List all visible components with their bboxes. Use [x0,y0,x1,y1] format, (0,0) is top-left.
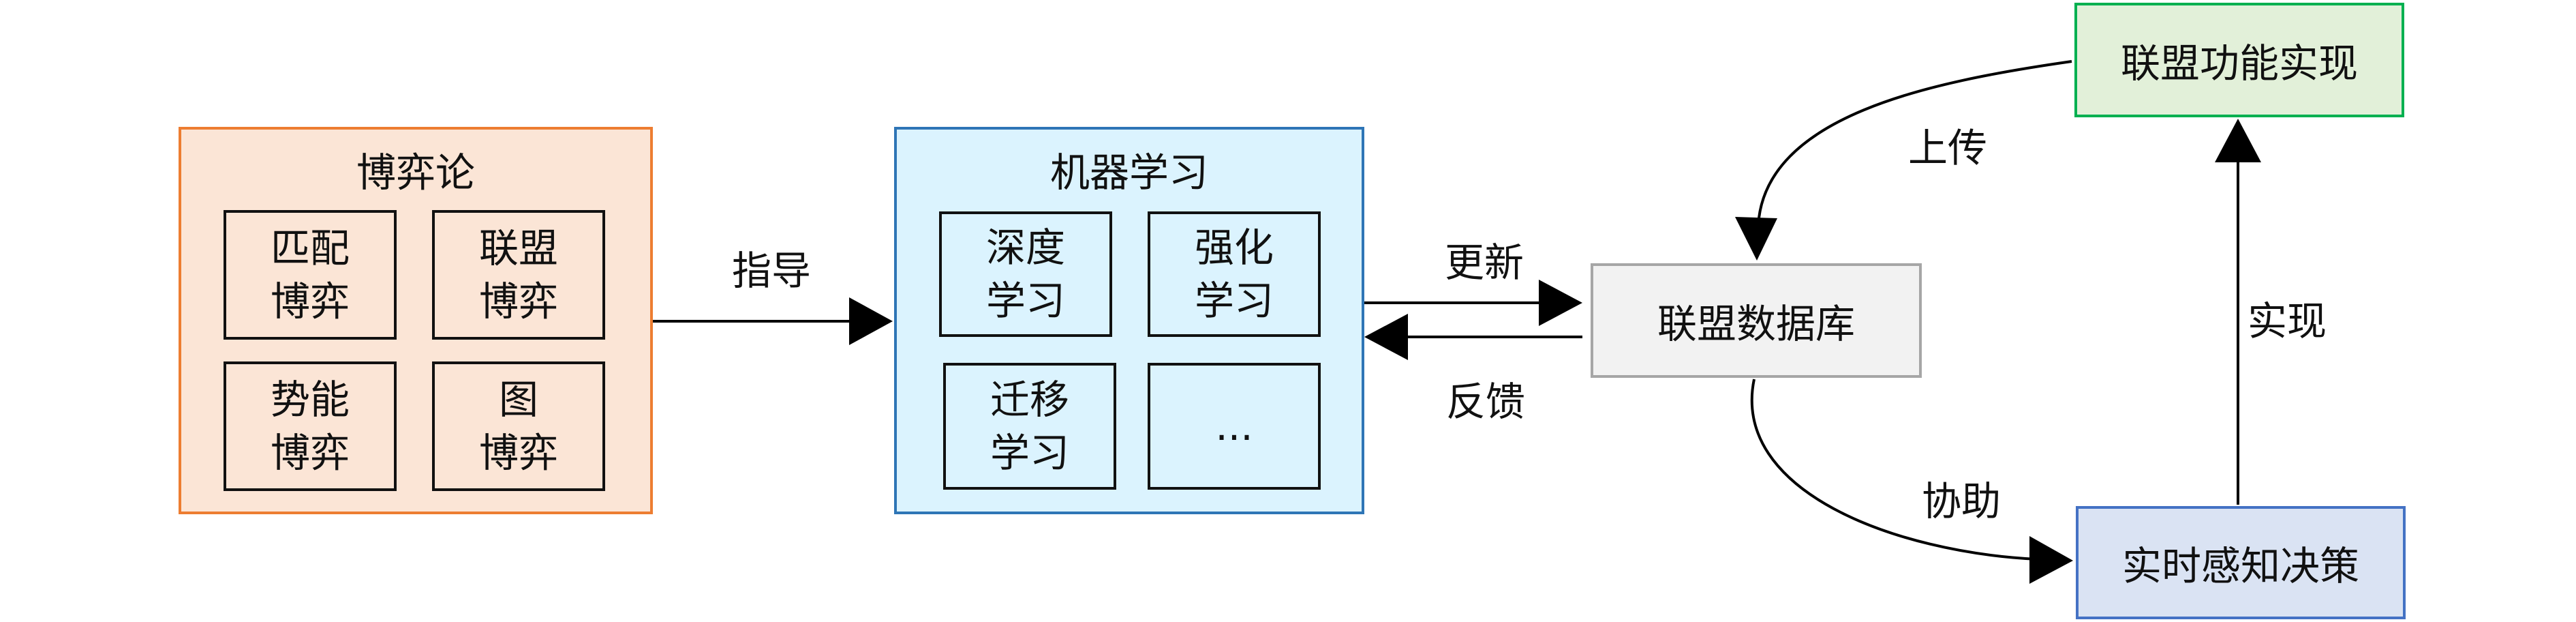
edge-upload-arrowhead [1735,217,1777,261]
edge-label-update: 更新 [1445,239,1524,286]
game-coalition-line2: 博弈 [478,278,558,325]
realtime-decision-label: 实时感知决策 [2121,543,2359,589]
ml-transfer-line1: 迁移 [990,376,1069,423]
edge-upload [1757,60,2072,226]
game-coalition-line1: 联盟 [478,225,558,271]
ml-deep-line2: 学习 [985,278,1065,324]
game-graph-line2: 博弈 [478,430,558,476]
game-theory-group: 博弈论 [179,127,653,514]
ml-more-text: ... [1215,403,1253,449]
machine-learning-group: 机器学习 [894,127,1364,514]
edge-update-arrowhead [1539,280,1582,326]
alliance-function-node: 联盟功能实现 [2074,3,2404,117]
machine-learning-title: 机器学习 [1049,149,1208,196]
game-matching-line2: 博弈 [270,278,350,325]
alliance-database-label: 联盟数据库 [1657,301,1855,347]
game-graph: 图 博弈 [432,361,605,491]
ml-reinforcement: 强化 学习 [1148,211,1321,337]
ml-transfer: 迁移 学习 [943,363,1116,490]
edge-label-upload: 上传 [1908,125,1988,171]
game-matching: 匹配 博弈 [224,210,397,340]
ml-reinforcement-line1: 强化 [1194,224,1274,271]
edge-assist-arrowhead [2029,536,2073,584]
game-potential: 势能 博弈 [224,361,397,491]
alliance-database-node: 联盟数据库 [1591,263,1922,378]
edge-label-realize: 实现 [2248,298,2327,344]
edge-label-guide: 指导 [732,248,812,294]
ml-transfer-line2: 学习 [990,430,1069,476]
game-coalition: 联盟 博弈 [432,210,605,340]
ml-deep-line1: 深度 [985,224,1065,271]
edge-guide-arrowhead [849,297,893,345]
ml-reinforcement-line2: 学习 [1194,278,1274,324]
game-theory-title: 博弈论 [356,149,475,196]
realtime-decision-node: 实时感知决策 [2076,506,2406,619]
game-matching-line1: 匹配 [270,225,350,271]
edge-label-assist: 协助 [1922,478,2002,524]
ml-more: ... [1148,363,1321,490]
edge-realize-arrowhead [2215,119,2261,162]
edge-label-feedback: 反馈 [1446,379,1526,425]
game-potential-line2: 博弈 [270,430,350,476]
alliance-function-label: 联盟功能实现 [2120,40,2358,87]
game-graph-line1: 图 [498,376,538,423]
edge-feedback-arrowhead [1364,314,1408,360]
edge-assist [1750,379,2038,561]
ml-deep: 深度 学习 [939,211,1112,337]
game-potential-line1: 势能 [270,376,350,423]
